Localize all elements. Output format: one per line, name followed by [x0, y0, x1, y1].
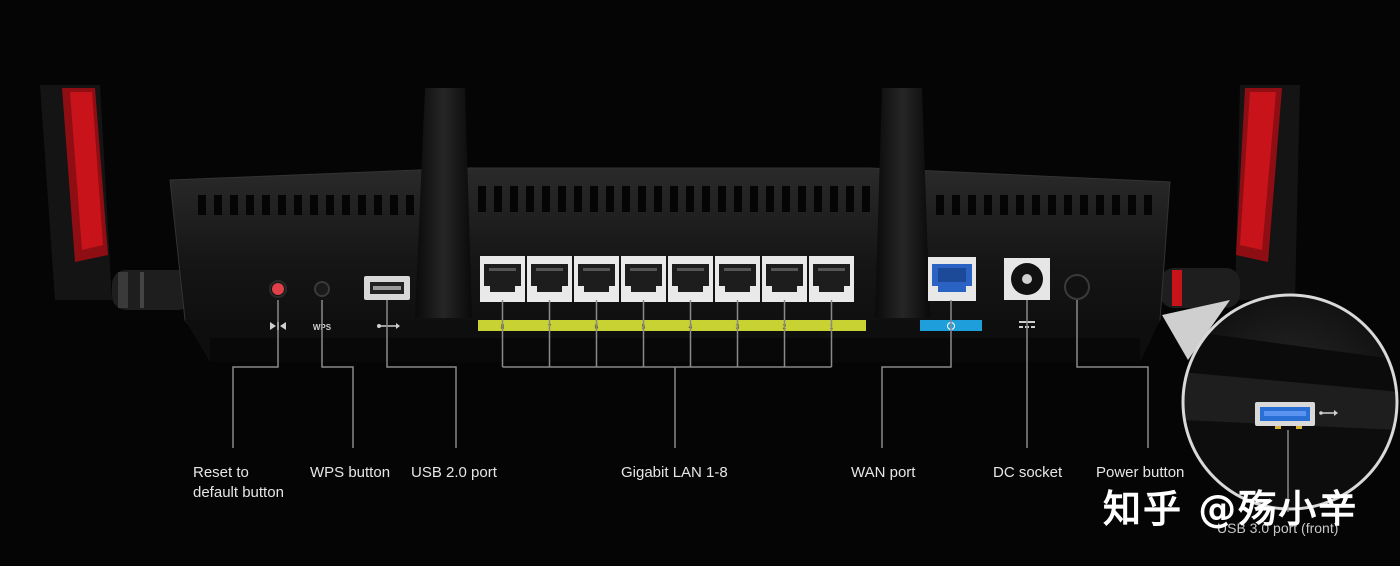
usb2-callout-line	[386, 300, 457, 448]
vent-slot	[1112, 195, 1120, 215]
vent-slots	[198, 186, 1152, 215]
usb3-zoom-inset	[1181, 293, 1399, 511]
usb-icon	[1319, 410, 1338, 416]
reset-label-line1: Reset to	[193, 464, 249, 481]
vent-slot	[1000, 195, 1008, 215]
antenna-center-right	[875, 88, 930, 318]
vent-slot	[1048, 195, 1056, 215]
vent-slot	[952, 195, 960, 215]
vent-slot	[198, 195, 206, 215]
lan-port-6[interactable]	[574, 256, 619, 302]
vent-slot	[686, 186, 694, 212]
lan-color-strip	[478, 320, 866, 331]
vent-slot	[1096, 195, 1104, 215]
watermark: 知乎 @殇小辛	[1103, 487, 1359, 531]
vent-slot	[526, 186, 534, 212]
usb2-port[interactable]	[364, 276, 410, 300]
antenna-left	[40, 85, 192, 310]
callout-lines	[232, 300, 1289, 512]
zoom-callout-pointer	[1162, 300, 1230, 360]
vent-slot	[262, 195, 270, 215]
usb3-port[interactable]	[1255, 402, 1315, 426]
vent-slot	[606, 186, 614, 212]
wan-callout-line	[881, 300, 952, 448]
vent-slot	[278, 195, 286, 215]
vent-slot	[862, 186, 870, 212]
vent-slot	[342, 195, 350, 215]
vent-slot	[558, 186, 566, 212]
reset-label-line2: default button	[193, 484, 284, 501]
vent-slot	[968, 195, 976, 215]
vent-slot	[478, 186, 486, 212]
wps-button-label: WPS button	[310, 464, 391, 481]
vent-slot	[1032, 195, 1040, 215]
power-button[interactable]	[1064, 274, 1090, 300]
vent-slot	[1080, 195, 1088, 215]
wps-button[interactable]	[314, 281, 330, 297]
vent-slot	[590, 186, 598, 212]
vent-slot	[246, 195, 254, 215]
vent-slot	[574, 186, 582, 212]
power-button-label: Power button	[1096, 464, 1185, 481]
vent-slot	[1128, 195, 1136, 215]
reset-button[interactable]	[269, 280, 287, 298]
vent-slot	[310, 195, 318, 215]
vent-slot	[510, 186, 518, 212]
vent-slot	[230, 195, 238, 215]
vent-slot	[718, 186, 726, 212]
vent-slot	[702, 186, 710, 212]
vent-slot	[326, 195, 334, 215]
vent-slot	[750, 186, 758, 212]
reset-callout-line	[232, 300, 279, 448]
vent-slot	[814, 186, 822, 212]
vent-slot	[766, 186, 774, 212]
vent-slot	[782, 186, 790, 212]
lan-port-3[interactable]	[715, 256, 760, 302]
usb2-port-label: USB 2.0 port	[411, 464, 497, 481]
wan-port[interactable]	[928, 257, 976, 301]
vent-slot	[390, 195, 398, 215]
vent-slot	[214, 195, 222, 215]
wps-callout-line	[321, 300, 354, 448]
vent-slot	[734, 186, 742, 212]
vent-slot	[670, 186, 678, 212]
vent-slot	[798, 186, 806, 212]
vent-slot	[1016, 195, 1024, 215]
vent-slot	[654, 186, 662, 212]
vent-slot	[374, 195, 382, 215]
vent-slot	[1064, 195, 1072, 215]
vent-slot	[542, 186, 550, 212]
reset-button-label: Reset to default button	[193, 463, 313, 503]
dc-socket[interactable]	[1004, 258, 1050, 300]
lan-port-8[interactable]	[480, 256, 525, 302]
antenna-right	[1160, 85, 1300, 308]
vent-slot	[622, 186, 630, 212]
vent-slot	[846, 186, 854, 212]
vent-slot	[638, 186, 646, 212]
vent-slot	[936, 195, 944, 215]
vent-slot	[494, 186, 502, 212]
vent-slot	[406, 195, 414, 215]
wan-port-label: WAN port	[851, 464, 916, 481]
vent-slot	[1144, 195, 1152, 215]
usb3-port-label: USB 3.0 port (front)	[1217, 520, 1339, 536]
lan-port-5[interactable]	[621, 256, 666, 302]
lan-port-7[interactable]	[527, 256, 572, 302]
vent-slot	[830, 186, 838, 212]
dc-socket-label: DC socket	[993, 464, 1063, 481]
antenna-center-left	[415, 88, 472, 318]
lan-port-1[interactable]	[809, 256, 854, 302]
lan-callout-line	[501, 300, 833, 448]
lan-port-2[interactable]	[762, 256, 807, 302]
vent-slot	[984, 195, 992, 215]
vent-slot	[358, 195, 366, 215]
lan-ports-label: Gigabit LAN 1-8	[621, 464, 728, 481]
lan-port-4[interactable]	[668, 256, 713, 302]
vent-slot	[294, 195, 302, 215]
power-callout-line	[1076, 300, 1149, 448]
